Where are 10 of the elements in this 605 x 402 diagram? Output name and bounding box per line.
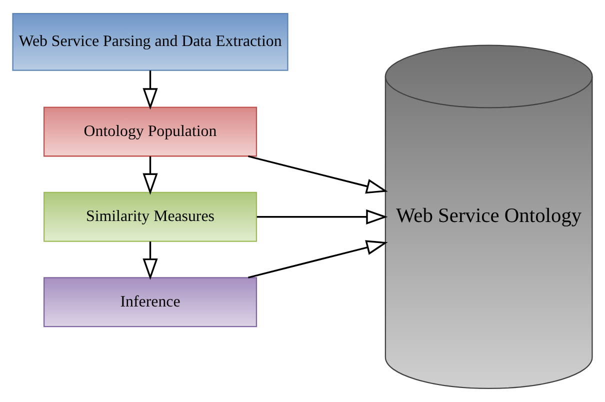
arrow (256, 209, 388, 224)
node-box: Ontology Population (43, 106, 258, 157)
arrow (142, 242, 158, 280)
arrow (142, 70, 158, 110)
arrow (248, 240, 388, 278)
node-box: Inference (43, 277, 258, 328)
arrow (248, 155, 388, 194)
node-box: Web Service Parsing and Data Extraction (12, 12, 288, 71)
arrow (142, 156, 158, 195)
node-box: Similarity Measures (43, 192, 258, 242)
